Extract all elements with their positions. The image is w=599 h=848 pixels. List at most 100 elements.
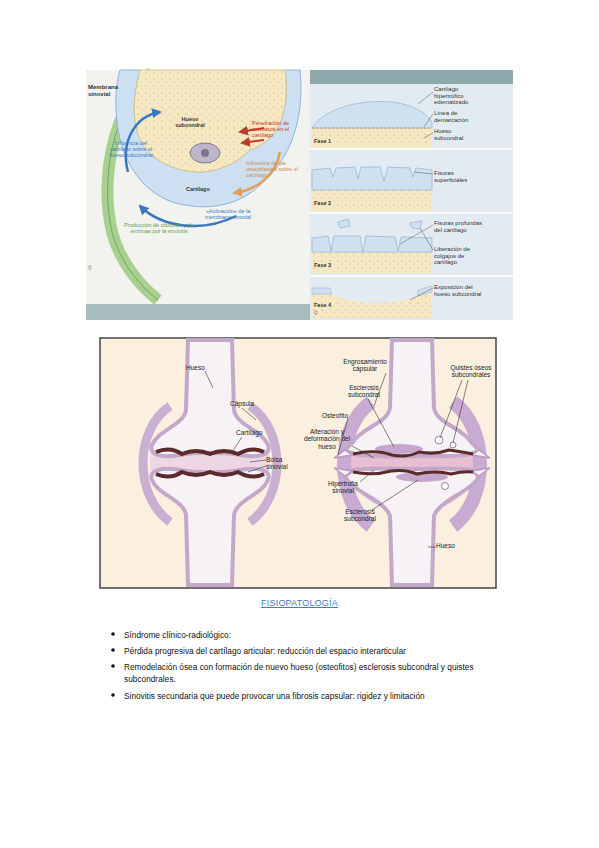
bullet-dot (111, 632, 115, 636)
joint-capsule (143, 406, 170, 522)
thick-capsule (344, 402, 371, 526)
part-label: Esclerosis subcondral (342, 384, 386, 399)
cartilage-shape (312, 236, 432, 252)
stage-label: Hueso subcondral (434, 128, 482, 141)
part-label: Osteofito (322, 412, 348, 419)
copyright-mark: © (314, 311, 318, 317)
part-label: Hueso (186, 364, 205, 371)
part-label: Engrosamiento cápsular (338, 358, 392, 373)
bone-cyst (435, 436, 443, 444)
process-label: Influencia del cartílago sobre el hueso … (108, 140, 154, 158)
cartilage-layer (156, 472, 264, 477)
part-label: Membrana sinovial (88, 84, 124, 97)
osteophyte (472, 468, 490, 476)
leader-line (205, 371, 213, 388)
leader-line (414, 172, 433, 174)
phase-number: Fase 2 (314, 200, 331, 206)
process-label: Penetración de neovasos en el cartílago (252, 120, 306, 138)
leader-line (372, 480, 418, 510)
leader-line (410, 288, 433, 300)
osteophyte (472, 450, 490, 458)
cell-nucleus (201, 149, 209, 157)
stage-label: Fisuras superficiales (434, 170, 482, 183)
panel-band (310, 70, 513, 84)
part-label: Quistes óseos subcondrales (446, 364, 496, 379)
leader-line (360, 470, 374, 482)
part-label: Bolsa sinovial (266, 456, 298, 471)
subchondral-bone (312, 127, 432, 148)
figure-frame (100, 338, 496, 588)
bone-cyst (442, 483, 449, 490)
leader-line (418, 92, 433, 104)
cartilage-shape (312, 167, 432, 190)
process-label: «Activación» de la membrana sinovial (198, 208, 258, 220)
panel-background (86, 70, 310, 306)
leader-line (248, 466, 266, 472)
neovessel-arrow (242, 140, 264, 143)
leader-line (424, 133, 433, 138)
part-label: Cartílago (186, 186, 210, 192)
stage-label: Fisuras profundas del cartílago (434, 220, 484, 233)
bullet-dot (111, 664, 115, 668)
phase-separator (310, 275, 513, 277)
leader-line (424, 114, 433, 127)
bone-shape (151, 340, 268, 456)
cartilage-shape (312, 101, 432, 128)
chondrocyte-cell (190, 143, 220, 163)
leader-line (352, 446, 374, 458)
cartilage-shape (116, 70, 301, 207)
part-label: Esclerosis subcondral (338, 508, 382, 523)
bone-shape (345, 468, 479, 585)
bullet-text: Síndrome clínico-radiológico: (124, 629, 519, 641)
part-label: Cápsula (230, 400, 254, 407)
phase-separator (310, 148, 513, 150)
part-label: Hipertrofia sinovial (320, 480, 366, 495)
part-label: Hueso (436, 542, 455, 549)
subchondral-bone (312, 251, 432, 273)
bone-shape (151, 469, 268, 585)
part-label: Hueso subcondral (170, 116, 210, 128)
stage-label: Exposición del hueso subcondral (434, 284, 482, 297)
stage-label: Línea de demarcación (434, 110, 484, 123)
leader-line (242, 408, 256, 420)
phase-number: Fase 3 (314, 262, 331, 268)
panel-background (310, 84, 513, 320)
leader-line (453, 380, 468, 443)
cartilage-layer (156, 449, 264, 454)
leader-line (428, 547, 436, 548)
stage-label: Cartílago hipertrófico edematizado (434, 86, 484, 106)
leader-line (368, 399, 394, 447)
cartilage-flap (410, 221, 422, 229)
phase-number: Fase 1 (314, 138, 331, 144)
subchondral-bone (312, 189, 432, 211)
leader-line (250, 460, 266, 462)
cartilage-layer (353, 450, 473, 456)
process-label: Producción de citocinas y de enzimas por… (118, 222, 200, 234)
copyright-mark: © (88, 266, 92, 272)
section-heading: FISIOPATOLOGÍA (200, 598, 399, 608)
leader-line (232, 437, 242, 452)
demarcation-line (312, 128, 432, 129)
leader-line (440, 380, 462, 438)
osteophyte (334, 450, 352, 458)
process-label: Influencia de los osteoblastos sobre el … (246, 160, 306, 178)
part-label: Cartílago (236, 429, 262, 436)
panel-band (86, 304, 310, 320)
bullet-text: Sinovitis secundaria que puede provocar … (124, 690, 519, 702)
thick-capsule (453, 402, 480, 526)
cartilage-remnant (312, 288, 332, 294)
phase-separator (310, 212, 513, 214)
stage-label: Liberación de colgajos de cartílago (434, 246, 486, 266)
bullet-text: Pérdida progresiva del cartílago articul… (124, 645, 519, 657)
leader-line (420, 228, 433, 250)
osteophyte (334, 468, 352, 476)
cartilage-flap (338, 219, 350, 228)
bullet-text: Remodelación ósea con formación de nuevo… (124, 661, 519, 685)
part-label: Alteración y deformación del hueso (300, 428, 354, 450)
phase-number: Fase 4 (314, 302, 331, 308)
bullet-dot (111, 648, 115, 652)
